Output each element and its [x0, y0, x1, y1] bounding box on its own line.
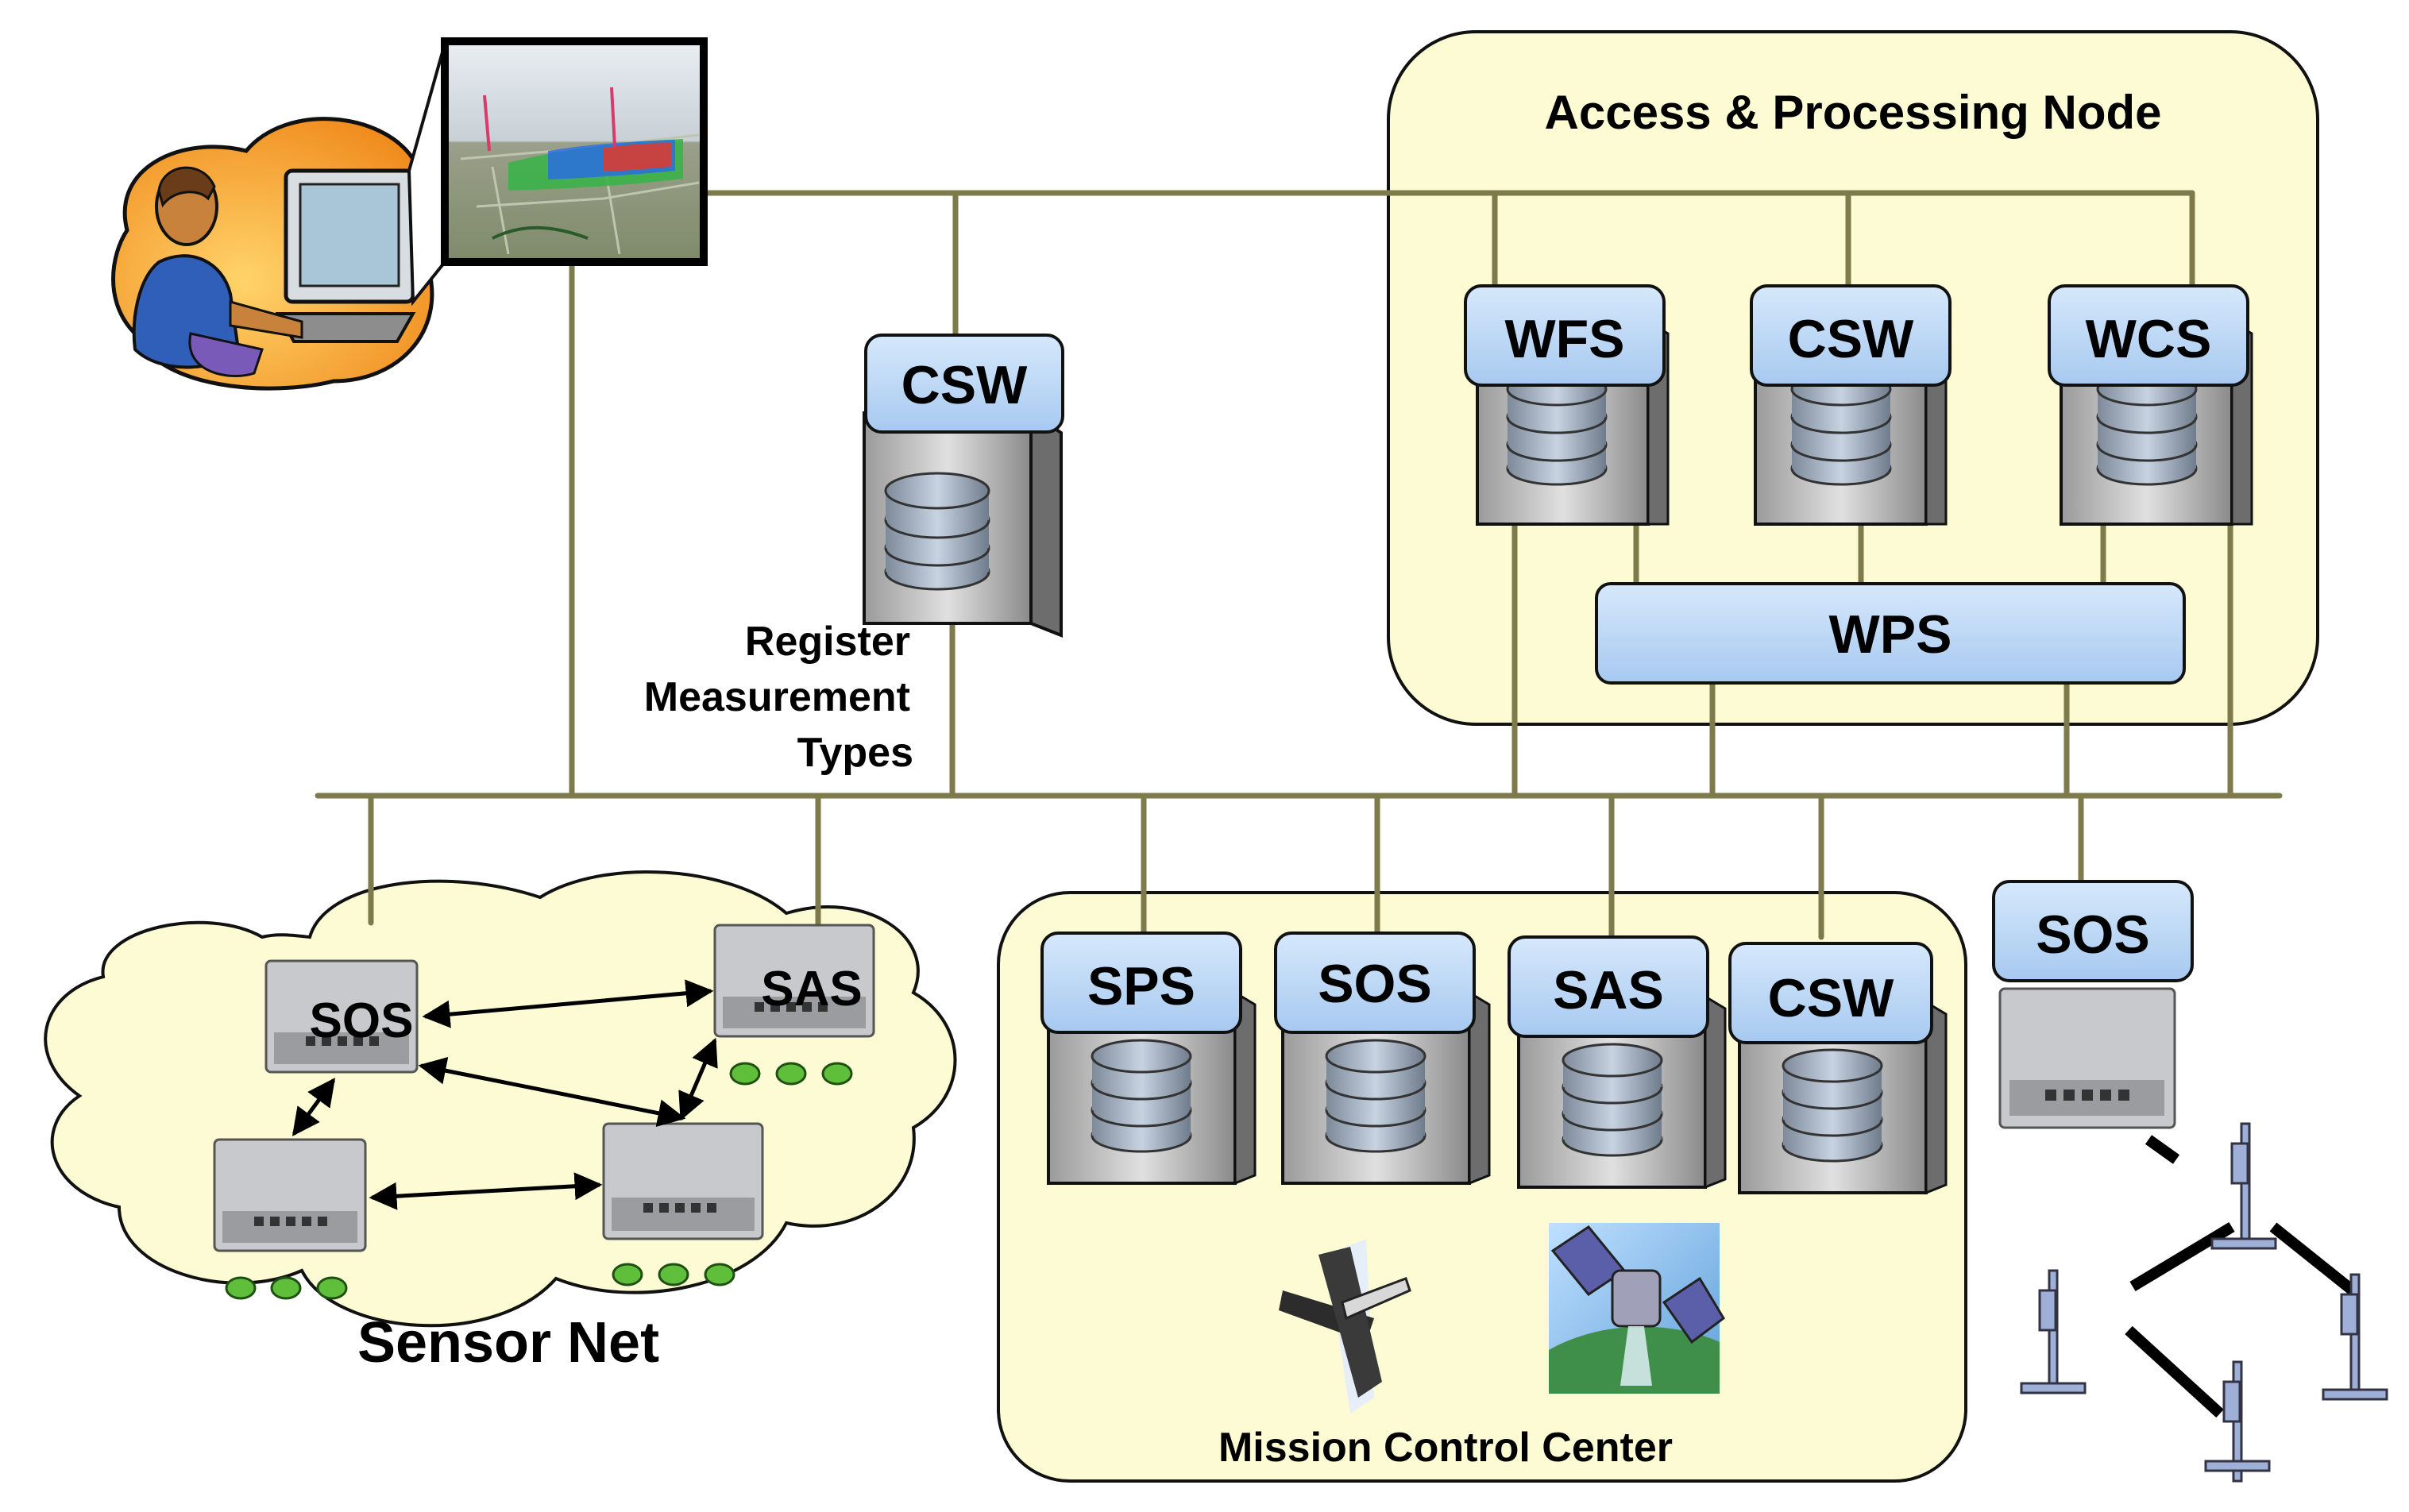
- sensor-device-lower-left: [213, 1138, 367, 1252]
- wps-label: WPS: [1829, 604, 1952, 665]
- mission-control-title: Mission Control Center: [1218, 1425, 1673, 1471]
- satellite-illustration: [1549, 1223, 1725, 1394]
- mission-csw-box: [1728, 942, 1933, 1044]
- sensor-green-dot: [729, 1062, 853, 1086]
- sensor-green-dot: [225, 1276, 348, 1300]
- mission-sos-box: [1274, 932, 1476, 1034]
- weather-station-icon: [2020, 1122, 2388, 1483]
- sensor-device-sas: [713, 924, 875, 1038]
- register-caption-line-2: Measurement: [644, 674, 910, 720]
- sensor-sos-label: SOS: [310, 993, 414, 1048]
- zoom-callout: [407, 43, 446, 307]
- network-bus: [315, 190, 2283, 940]
- access-server-wcs: [2060, 319, 2253, 526]
- register-caption-line-3: Types: [797, 730, 913, 776]
- field-sos-label: SOS: [2036, 904, 2150, 965]
- wps-box: [1595, 582, 2186, 685]
- sensor-sas-label: SAS: [761, 962, 862, 1016]
- catalog-csw-label: CSW: [901, 355, 1028, 415]
- sensor-link-arrows: [291, 979, 718, 1210]
- sensor-device-lower-right: [602, 1122, 764, 1240]
- mission-csw-label: CSW: [1768, 968, 1894, 1028]
- sensor-net-title: Sensor Net: [357, 1311, 659, 1375]
- catalog-csw-box: [864, 334, 1064, 434]
- access-wfs-label: WFS: [1504, 309, 1624, 369]
- access-csw-label: CSW: [1788, 309, 1914, 369]
- sensor-green-dot: [612, 1263, 735, 1286]
- access-wcs-box: [2048, 284, 2249, 387]
- aircraft-illustration: [1279, 1239, 1411, 1414]
- register-caption-line-1: Register: [745, 619, 910, 665]
- access-wcs-label: WCS: [2086, 309, 2212, 369]
- mission-sas-label: SAS: [1553, 960, 1664, 1020]
- field-sensor-device: [1998, 987, 2176, 1129]
- catalog-server: [863, 410, 1063, 638]
- mission-sos-label: SOS: [1318, 954, 1432, 1014]
- mission-sas-box: [1508, 935, 1709, 1038]
- sensor-device-sos: [264, 959, 419, 1074]
- weather-station-network: [2020, 1122, 2388, 1483]
- access-csw-box: [1750, 284, 1952, 387]
- mission-sps-box: [1040, 932, 1242, 1034]
- visualization-screenshot: [441, 37, 708, 266]
- field-sos-box: [1992, 880, 2194, 982]
- access-wfs-box: [1464, 284, 1666, 387]
- user-workstation-illustration: [111, 117, 442, 391]
- access-node-title: Access & Processing Node: [1545, 86, 2162, 139]
- mission-sps-label: SPS: [1087, 956, 1195, 1016]
